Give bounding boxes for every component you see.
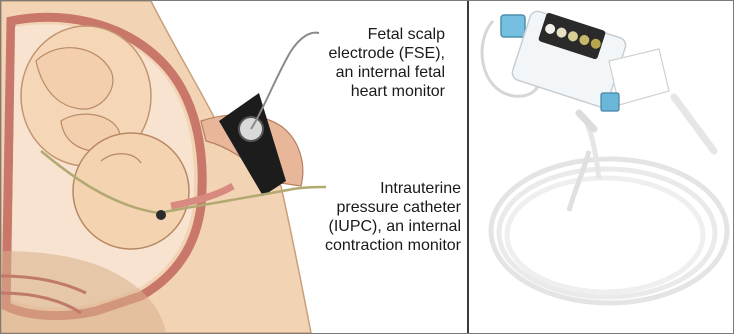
connector-cap (501, 15, 525, 37)
fetus-head (73, 133, 189, 249)
anatomy-illustration-panel: Fetal scalp electrode (FSE), an internal… (1, 1, 467, 333)
iupc-device-illustration (469, 1, 733, 333)
iupc-device-photo-panel (469, 1, 733, 333)
iupc-label: Intrauterine pressure catheter (IUPC), a… (291, 179, 461, 255)
port-cap (601, 93, 619, 111)
scalp-electrode-tip (156, 210, 166, 220)
fse-label: Fetal scalp electrode (FSE), an internal… (295, 25, 445, 101)
